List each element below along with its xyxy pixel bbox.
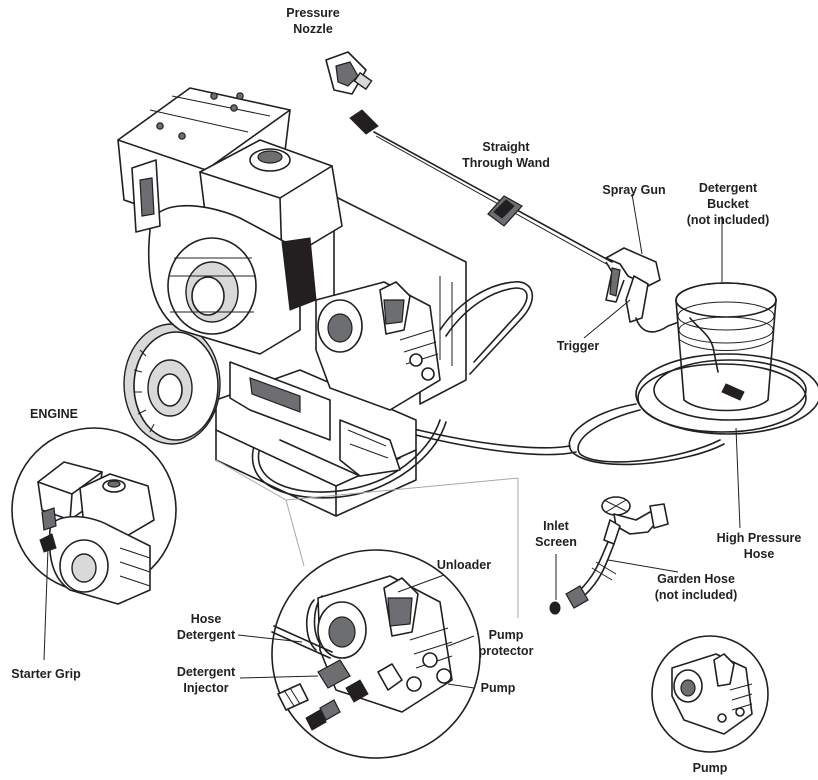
label-detergent-injector: Detergent Injector bbox=[168, 664, 244, 696]
spray-gun-drawing bbox=[605, 247, 691, 333]
label-line: Detergent bbox=[176, 665, 236, 679]
garden-hose-drawing bbox=[565, 541, 617, 609]
label-line: (not included) bbox=[686, 213, 770, 227]
label-line: Bucket bbox=[707, 197, 749, 211]
label-line: Unloader bbox=[436, 558, 492, 572]
label-line: Trigger bbox=[556, 339, 600, 353]
label-line: Hose bbox=[190, 612, 222, 626]
label-pump-protector: Pump protector bbox=[470, 627, 542, 659]
straight-through-wand-drawing bbox=[373, 131, 613, 267]
label-line: Pump bbox=[692, 761, 728, 775]
label-line: protector bbox=[478, 644, 534, 658]
label-line: Pressure bbox=[286, 6, 340, 20]
inlet-screen-drawing bbox=[549, 601, 561, 615]
label-inlet-screen: Inlet Screen bbox=[524, 518, 588, 550]
label-straight-through-wand: Straight Through Wand bbox=[452, 139, 560, 171]
pump-inset bbox=[651, 635, 769, 753]
faucet-drawing bbox=[601, 496, 669, 545]
label-engine: ENGINE bbox=[24, 406, 84, 422]
label-line: (not included) bbox=[654, 588, 738, 602]
leader-lines bbox=[43, 193, 741, 689]
label-high-pressure-hose: High Pressure Hose bbox=[706, 530, 812, 562]
label-hose-detergent: Hose Detergent bbox=[168, 611, 244, 643]
pressure-nozzle-drawing bbox=[325, 51, 373, 95]
label-spray-gun: Spray Gun bbox=[592, 182, 676, 198]
label-line: Pump bbox=[480, 681, 516, 695]
label-line: Detergent bbox=[176, 628, 236, 642]
pump-drawing bbox=[315, 281, 441, 477]
callout-guides bbox=[215, 459, 519, 618]
label-line: Nozzle bbox=[293, 22, 333, 36]
wand-coupler-drawing bbox=[349, 109, 379, 135]
high-pressure-hose-drawing bbox=[251, 353, 818, 499]
label-line: Screen bbox=[535, 535, 577, 549]
wheel-drawing bbox=[123, 323, 221, 445]
label-line: Through Wand bbox=[462, 156, 550, 170]
pump-callout-inset bbox=[271, 549, 481, 759]
engine-inset bbox=[11, 427, 177, 605]
label-pump-inset: Pump bbox=[686, 760, 734, 776]
label-line: Starter Grip bbox=[11, 667, 81, 681]
label-line: Spray Gun bbox=[602, 183, 666, 197]
label-line: Hose bbox=[743, 547, 775, 561]
label-garden-hose: Garden Hose (not included) bbox=[646, 571, 746, 603]
label-unloader: Unloader bbox=[430, 557, 498, 573]
label-line: High Pressure bbox=[716, 531, 802, 545]
label-pressure-nozzle: Pressure Nozzle bbox=[278, 5, 348, 37]
label-trigger: Trigger bbox=[548, 338, 608, 354]
label-line: Straight bbox=[482, 140, 530, 154]
label-line: ENGINE bbox=[30, 407, 78, 421]
label-starter-grip: Starter Grip bbox=[4, 666, 88, 682]
engine-drawing bbox=[117, 87, 343, 441]
label-line: Inlet bbox=[543, 519, 569, 533]
label-detergent-bucket: Detergent Bucket (not included) bbox=[680, 180, 776, 228]
label-line: Injector bbox=[183, 681, 229, 695]
label-line: Pump bbox=[488, 628, 524, 642]
detergent-bucket-drawing bbox=[675, 216, 777, 412]
label-line: Detergent bbox=[698, 181, 758, 195]
label-line: Garden Hose bbox=[657, 572, 735, 586]
label-pump-callout: Pump bbox=[474, 680, 522, 696]
